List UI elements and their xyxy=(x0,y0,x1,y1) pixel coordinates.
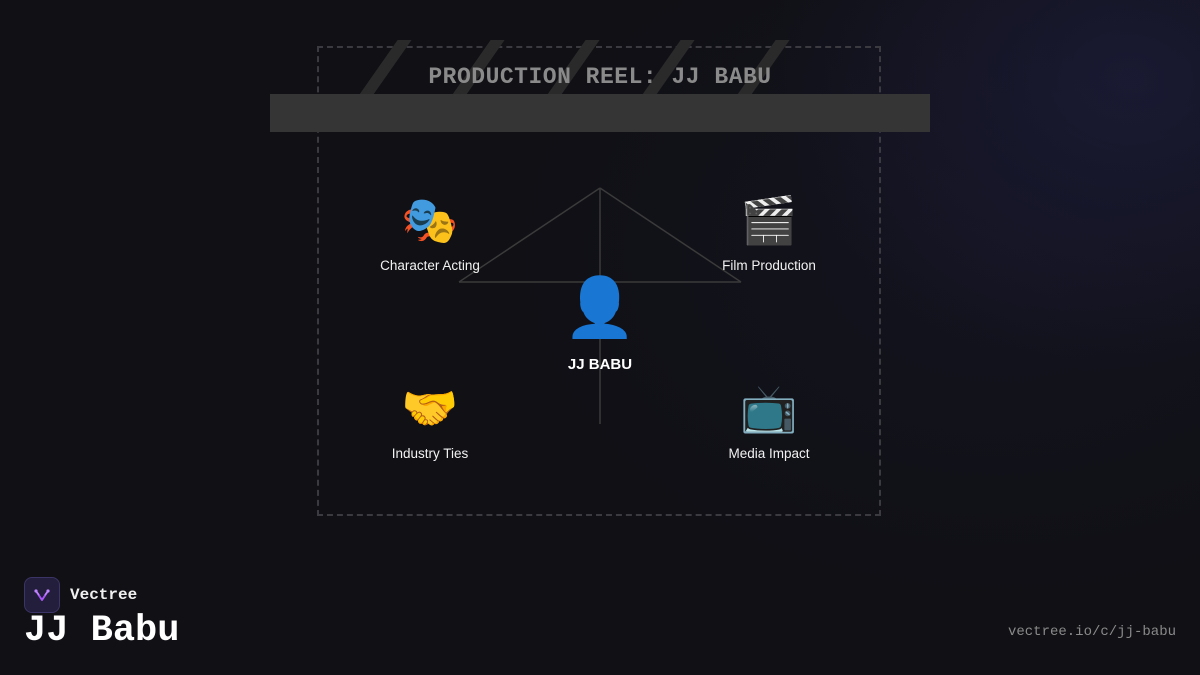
page-url-link[interactable]: vectree.io/c/jj-babu xyxy=(1007,624,1176,640)
page-title: JJ Babu xyxy=(24,610,180,652)
diagram-title: PRODUCTION REEL: JJ BABU xyxy=(428,64,772,90)
node-label: Character Acting xyxy=(380,258,480,273)
node-film-production: 🎬 Film Production xyxy=(689,192,849,273)
node-industry-ties: 🤝 Industry Ties xyxy=(350,380,510,461)
brand[interactable]: Vectree xyxy=(24,577,137,613)
brand-name: Vectree xyxy=(70,586,138,604)
node-label: Media Impact xyxy=(728,446,810,461)
diagram-frame xyxy=(317,46,881,516)
clapperboard-icon: 🎬 xyxy=(740,194,798,246)
handshake-icon: 🤝 xyxy=(401,382,459,434)
node-label: Industry Ties xyxy=(391,446,469,461)
center-label: JJ BABU xyxy=(567,356,633,373)
node-media-impact: 📺 Media Impact xyxy=(689,380,849,461)
node-label: Film Production xyxy=(722,258,816,273)
theater-masks-icon: 🎭 xyxy=(401,194,459,246)
connector-line xyxy=(599,187,742,283)
center-node: 👤 JJ BABU xyxy=(520,272,680,373)
vectree-logo-icon xyxy=(24,577,60,613)
television-icon: 📺 xyxy=(740,382,798,434)
connector-line xyxy=(458,187,601,283)
clapper-bar xyxy=(270,94,930,132)
node-character-acting: 🎭 Character Acting xyxy=(350,192,510,273)
person-silhouette-icon: 👤 xyxy=(563,275,637,340)
